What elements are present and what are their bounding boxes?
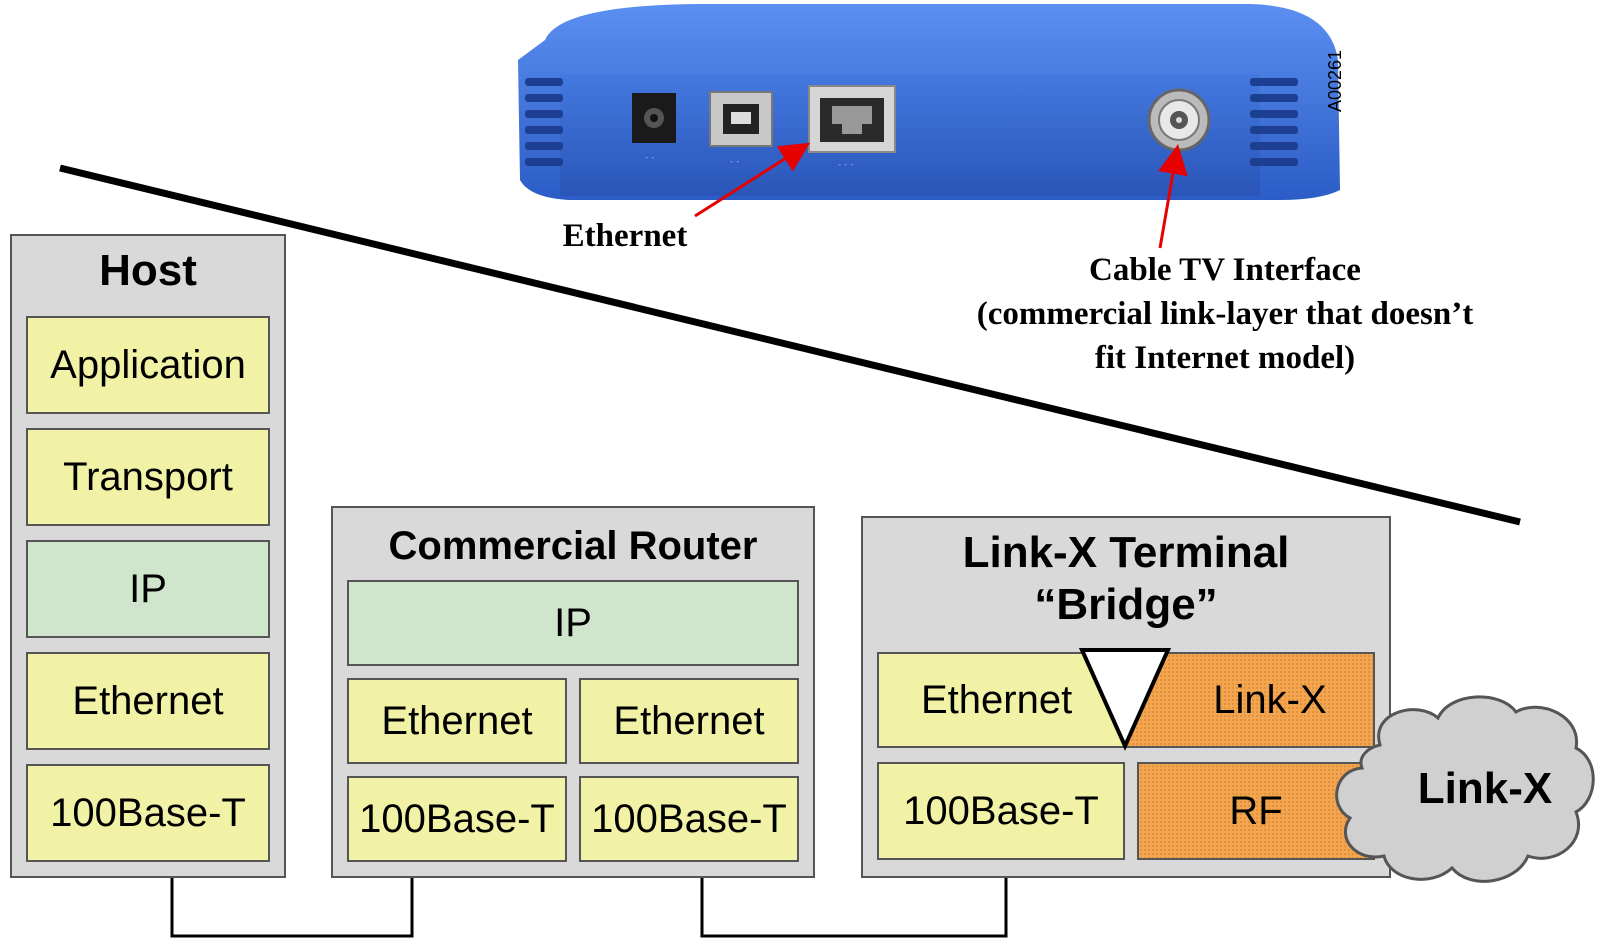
host-layer-100base-t: 100Base-T xyxy=(26,764,270,862)
terminal-layer-ethernet: Ethernet xyxy=(877,652,1125,748)
router-layer-ethernet-right: Ethernet xyxy=(579,678,799,764)
coax-connector-icon xyxy=(1147,88,1211,152)
cable-arrow xyxy=(1158,144,1188,249)
cable-tv-callout: Cable TV Interface (commercial link-laye… xyxy=(930,248,1520,380)
terminal-layer-rf: RF xyxy=(1137,762,1375,860)
host-layer-transport: Transport xyxy=(26,428,270,526)
power-jack-icon xyxy=(632,93,676,143)
right-vent-icon xyxy=(1250,78,1298,166)
host-layer-ethernet: Ethernet xyxy=(26,652,270,750)
cable-modem-photo: - - - - - - - - - xyxy=(518,4,1340,200)
host-router-link xyxy=(170,876,414,938)
host-title: Host xyxy=(99,246,197,295)
terminal-box: Link-X Terminal “Bridge” Ethernet Link-X… xyxy=(861,516,1391,878)
router-layer-100base-t-right: 100Base-T xyxy=(579,776,799,862)
terminal-layer-linkx: Link-X xyxy=(1125,652,1375,748)
svg-text:- - -: - - - xyxy=(838,160,853,170)
terminal-title-line2: “Bridge” xyxy=(1034,580,1218,629)
router-title: Commercial Router xyxy=(388,524,758,568)
ethernet-arrow xyxy=(694,142,811,218)
ethernet-callout-label: Ethernet xyxy=(562,218,688,254)
host-box: Host Application Transport IP Ethernet 1… xyxy=(10,234,286,878)
left-vent-icon xyxy=(525,78,563,166)
terminal-layer-100base-t: 100Base-T xyxy=(877,762,1125,860)
ethernet-port-icon xyxy=(808,85,896,153)
cable-tv-label-line3: fit Internet model) xyxy=(1094,340,1356,376)
cable-tv-label-line2: (commercial link-layer that doesn’t xyxy=(976,296,1474,332)
router-terminal-link xyxy=(700,876,1008,938)
svg-text:- -: - - xyxy=(645,153,654,163)
usb-port-icon xyxy=(709,91,773,147)
cloud-label: Link-X xyxy=(1417,764,1553,813)
router-layer-ethernet-left: Ethernet xyxy=(347,678,567,764)
host-layer-application: Application xyxy=(26,316,270,414)
photo-code: A00261 xyxy=(1325,49,1345,112)
divider-line xyxy=(59,164,1521,526)
router-layer-ip: IP xyxy=(347,580,799,666)
cable-tv-label-line1: Cable TV Interface xyxy=(1089,252,1361,288)
router-box: Commercial Router IP Ethernet Ethernet 1… xyxy=(331,506,815,878)
host-layer-ip: IP xyxy=(26,540,270,638)
terminal-title-line1: Link-X Terminal xyxy=(962,528,1290,577)
svg-text:- -: - - xyxy=(730,157,739,167)
router-layer-100base-t-left: 100Base-T xyxy=(347,776,567,862)
